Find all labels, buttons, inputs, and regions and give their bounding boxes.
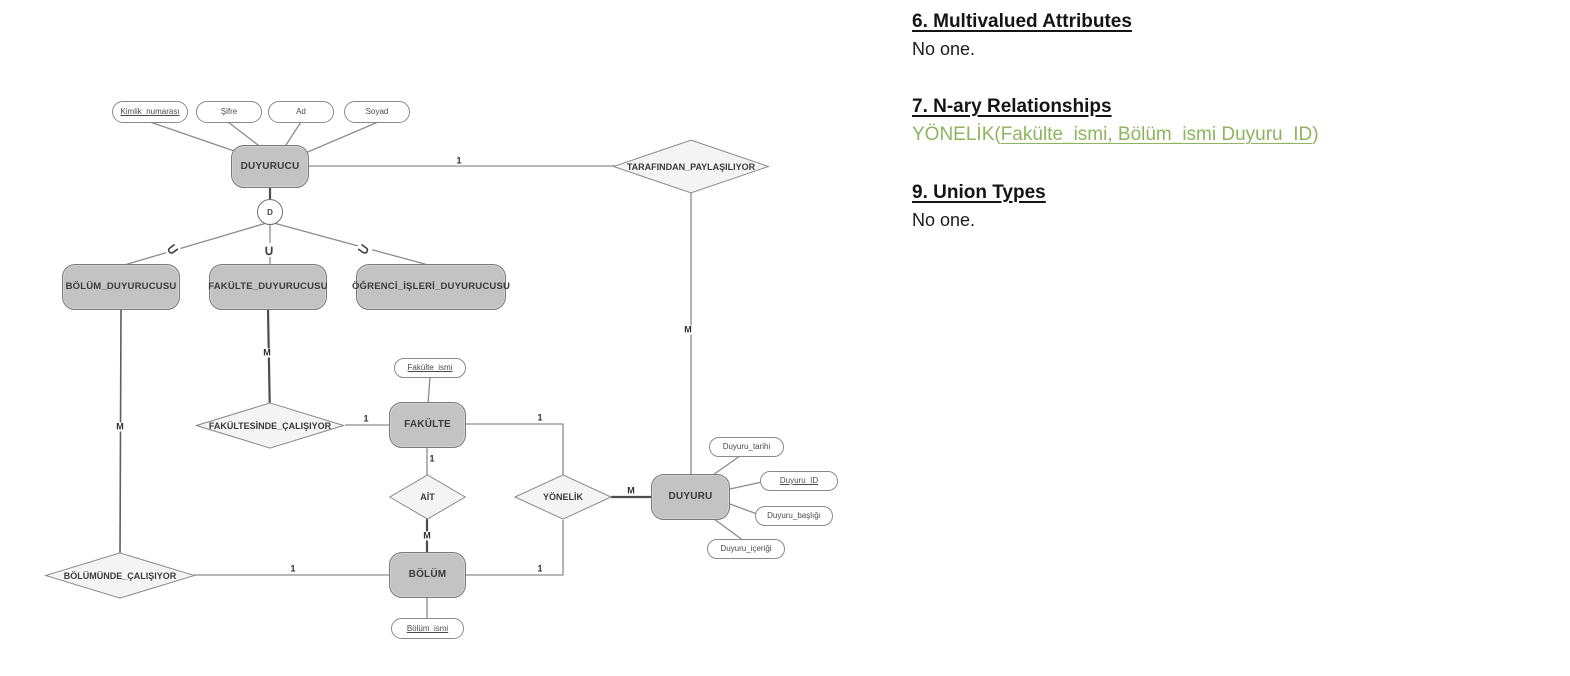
- entity-bolum-duyurucusu: BÖLÜM_DUYURUCUSU: [62, 264, 180, 310]
- attribute-label: Fakülte_ismi: [407, 363, 453, 372]
- relationship-yonelik: YÖNELİK: [514, 474, 612, 520]
- entity-label: FAKÜLTE_DUYURUCUSU: [208, 281, 328, 293]
- nary-relationship-schema: YÖNELİK(Fakülte_ismi, Bölüm_ismi Duyuru_…: [912, 124, 1392, 146]
- attribute-ad: Ad: [268, 101, 334, 123]
- subset-symbol-middle: ∪: [262, 242, 276, 258]
- attribute-label: Şifre: [220, 107, 238, 116]
- cardinality-fakulteduy-fakultesinde: M: [262, 347, 272, 358]
- entity-label: ÖĞRENCİ_İŞLERİ_DUYURUCUSU: [351, 281, 511, 293]
- schema-prefix: YÖNELİK(: [912, 124, 1001, 145]
- attribute-label: Duyuru_başlığı: [767, 511, 821, 520]
- entity-label: DUYURU: [668, 491, 713, 502]
- entity-label: DUYURUCU: [240, 160, 300, 172]
- entity-fakulte-duyurucusu: FAKÜLTE_DUYURUCUSU: [208, 264, 328, 310]
- disjoint-label: D: [267, 207, 273, 217]
- diamond-shape: [44, 552, 196, 599]
- entity-duyurucu: DUYURUCU: [231, 145, 309, 188]
- heading-union-types: 9. Union Types: [912, 182, 1046, 203]
- notes-panel: 6. Multivalued Attributes No one. 7. N-a…: [912, 11, 1392, 267]
- attribute-label: Duyuru_tarihi: [722, 442, 771, 451]
- multivalued-attributes-answer: No one.: [912, 39, 976, 59]
- cardinality-fakulte-yonelik: 1: [536, 412, 544, 423]
- cardinality-yonelik-duyuru: M: [626, 485, 636, 496]
- schema-attributes: Fakülte_ismi, Bölüm_ismi Duyuru_ID: [1000, 124, 1313, 145]
- entity-bolum: BÖLÜM: [389, 552, 466, 598]
- relationship-label: AİT: [420, 492, 435, 502]
- attribute-label: Soyad: [365, 107, 389, 116]
- attribute-label: Bölüm_ismi: [406, 623, 449, 633]
- relationship-label: FAKÜLTESİNDE_ÇALIŞIYOR: [208, 420, 332, 431]
- relationship-label: BÖLÜMÜNDE_ÇALIŞIYOR: [63, 570, 177, 581]
- attribute-label: Ad: [296, 107, 306, 116]
- entity-duyuru: DUYURU: [651, 474, 730, 520]
- diamond-shape: [195, 402, 345, 449]
- entity-label: BÖLÜM_DUYURUCUSU: [65, 281, 177, 293]
- relationship-ait: AİT: [389, 474, 466, 520]
- cardinality-fakultesinde-fakulte: 1: [362, 413, 370, 424]
- attribute-bolum-ismi: Bölüm_ismi: [391, 618, 464, 639]
- diamond-shape: [612, 139, 770, 194]
- relationship-tarafindan-paylasiliyor: TARAFINDAN_PAYLAŞILIYOR: [612, 139, 770, 194]
- heading-nary-relationships: 7. N-ary Relationships: [912, 96, 1112, 117]
- attribute-label: Kimlik_numarası: [120, 107, 180, 116]
- cardinality-bolum-yonelik: 1: [536, 563, 544, 574]
- cardinality-ait-bolum: M: [422, 530, 432, 541]
- cardinality-bolumduy-bolumunde: M: [115, 421, 125, 432]
- union-types-answer: No one.: [912, 210, 976, 230]
- attribute-fakulte-ismi: Fakülte_ismi: [394, 358, 466, 378]
- schema-suffix: ): [1312, 124, 1319, 145]
- connector-lines: [119, 121, 763, 620]
- diamond-shape: [514, 474, 612, 520]
- attribute-duyuru-icerigi: Duyuru_içeriği: [707, 539, 785, 559]
- attribute-sifre: Şifre: [196, 101, 262, 123]
- cardinality-bolumunde-bolum: 1: [289, 563, 297, 574]
- attribute-soyad: Soyad: [344, 101, 410, 123]
- relationship-fakultesinde-calisiyor: FAKÜLTESİNDE_ÇALIŞIYOR: [195, 402, 345, 449]
- diamond-shape: [389, 474, 466, 520]
- attribute-duyuru-id: Duyuru_ID: [760, 471, 838, 491]
- entity-ogrenci-isleri-duyurucusu: ÖĞRENCİ_İŞLERİ_DUYURUCUSU: [352, 264, 510, 310]
- attribute-duyuru-tarihi: Duyuru_tarihi: [709, 437, 784, 457]
- relationship-label: TARAFINDAN_PAYLAŞILIYOR: [626, 161, 756, 172]
- entity-label: BÖLÜM: [408, 569, 447, 580]
- disjoint-circle: D: [257, 199, 283, 225]
- entity-fakulte: FAKÜLTE: [389, 402, 466, 448]
- cardinality-tarafindan-duyuru: M: [683, 324, 693, 335]
- attribute-kimlik-numarasi: Kimlik_numarası: [112, 101, 188, 123]
- attribute-duyuru-basligi: Duyuru_başlığı: [755, 506, 833, 526]
- heading-multivalued-attributes: 6. Multivalued Attributes: [912, 11, 1132, 32]
- relationship-bolumunde-calisiyor: BÖLÜMÜNDE_ÇALIŞIYOR: [44, 552, 196, 599]
- relationship-label: YÖNELİK: [542, 492, 583, 502]
- cardinality-duyurucu-tarafindan: 1: [455, 155, 463, 166]
- cardinality-fakulte-ait: 1: [428, 453, 436, 464]
- attribute-label: Duyuru_ID: [779, 476, 819, 485]
- attribute-label: Duyuru_içeriği: [720, 544, 772, 553]
- entity-label: FAKÜLTE: [404, 419, 451, 430]
